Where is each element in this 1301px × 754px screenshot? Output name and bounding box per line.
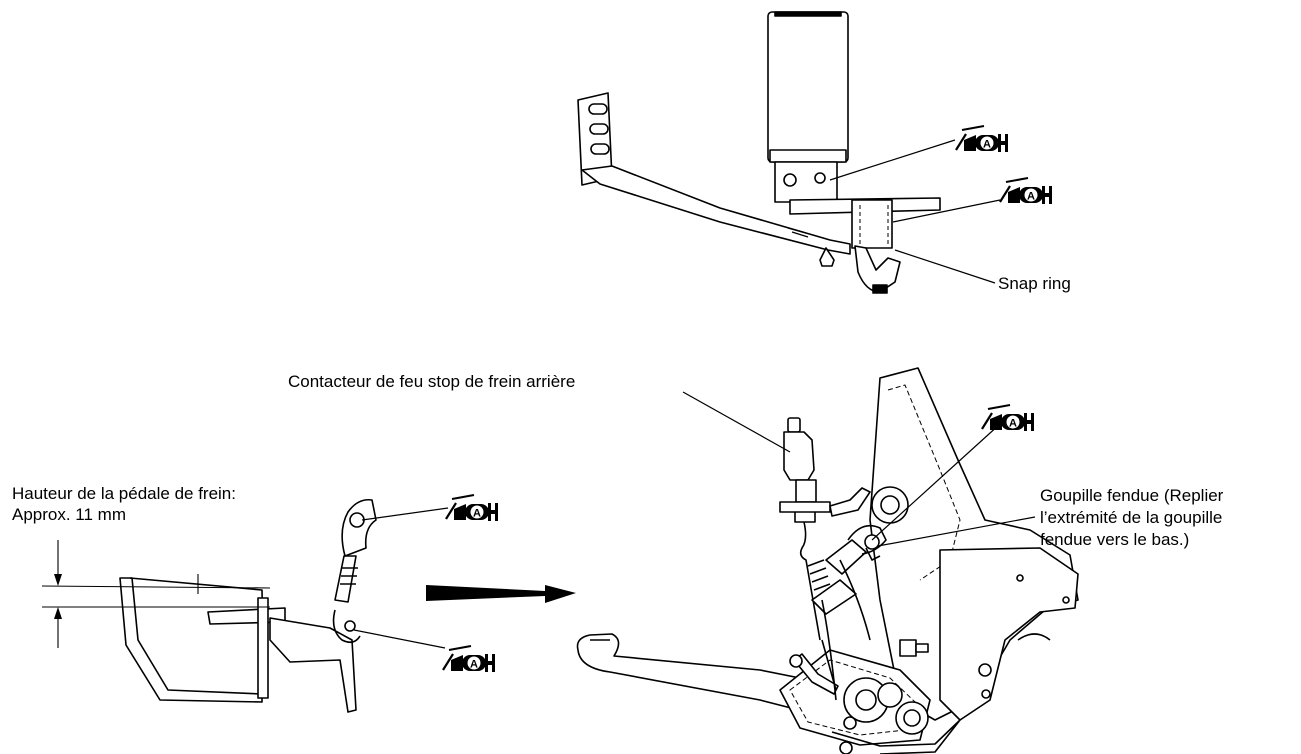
pedal-height-label-line1: Hauteur de la pédale de frein: (12, 484, 236, 503)
snap-ring-label: Snap ring (998, 274, 1071, 293)
cotter-pin-label-line3: fendue vers le bas.) (1040, 530, 1190, 549)
grease-letter: A (473, 508, 481, 520)
grease-letter: A (1027, 191, 1035, 203)
grease-letter: A (983, 139, 991, 151)
pedal-height-view (119, 498, 377, 713)
transition-arrow (426, 585, 576, 603)
grease-apply-icon (441, 644, 497, 674)
pedal-height-label-line2: Approx. 11 mm (12, 505, 127, 524)
stop-switch-label: Contacteur de feu stop de frein arrière (288, 372, 576, 391)
grease-apply-icon (998, 176, 1054, 206)
grease-letter: A (1009, 418, 1017, 430)
grease-apply-icon (444, 493, 500, 523)
grease-apply-icon (980, 403, 1036, 433)
cotter-pin-label-line2: l’extrémité de la goupille (1040, 508, 1223, 527)
grease-apply-icon (954, 124, 1010, 154)
cotter-pin-label-line1: Goupille fendue (Replier (1040, 486, 1224, 505)
top-pedal-assembly (577, 11, 941, 294)
installed-pedal-view (576, 367, 1079, 754)
grease-letter: A (470, 659, 478, 671)
